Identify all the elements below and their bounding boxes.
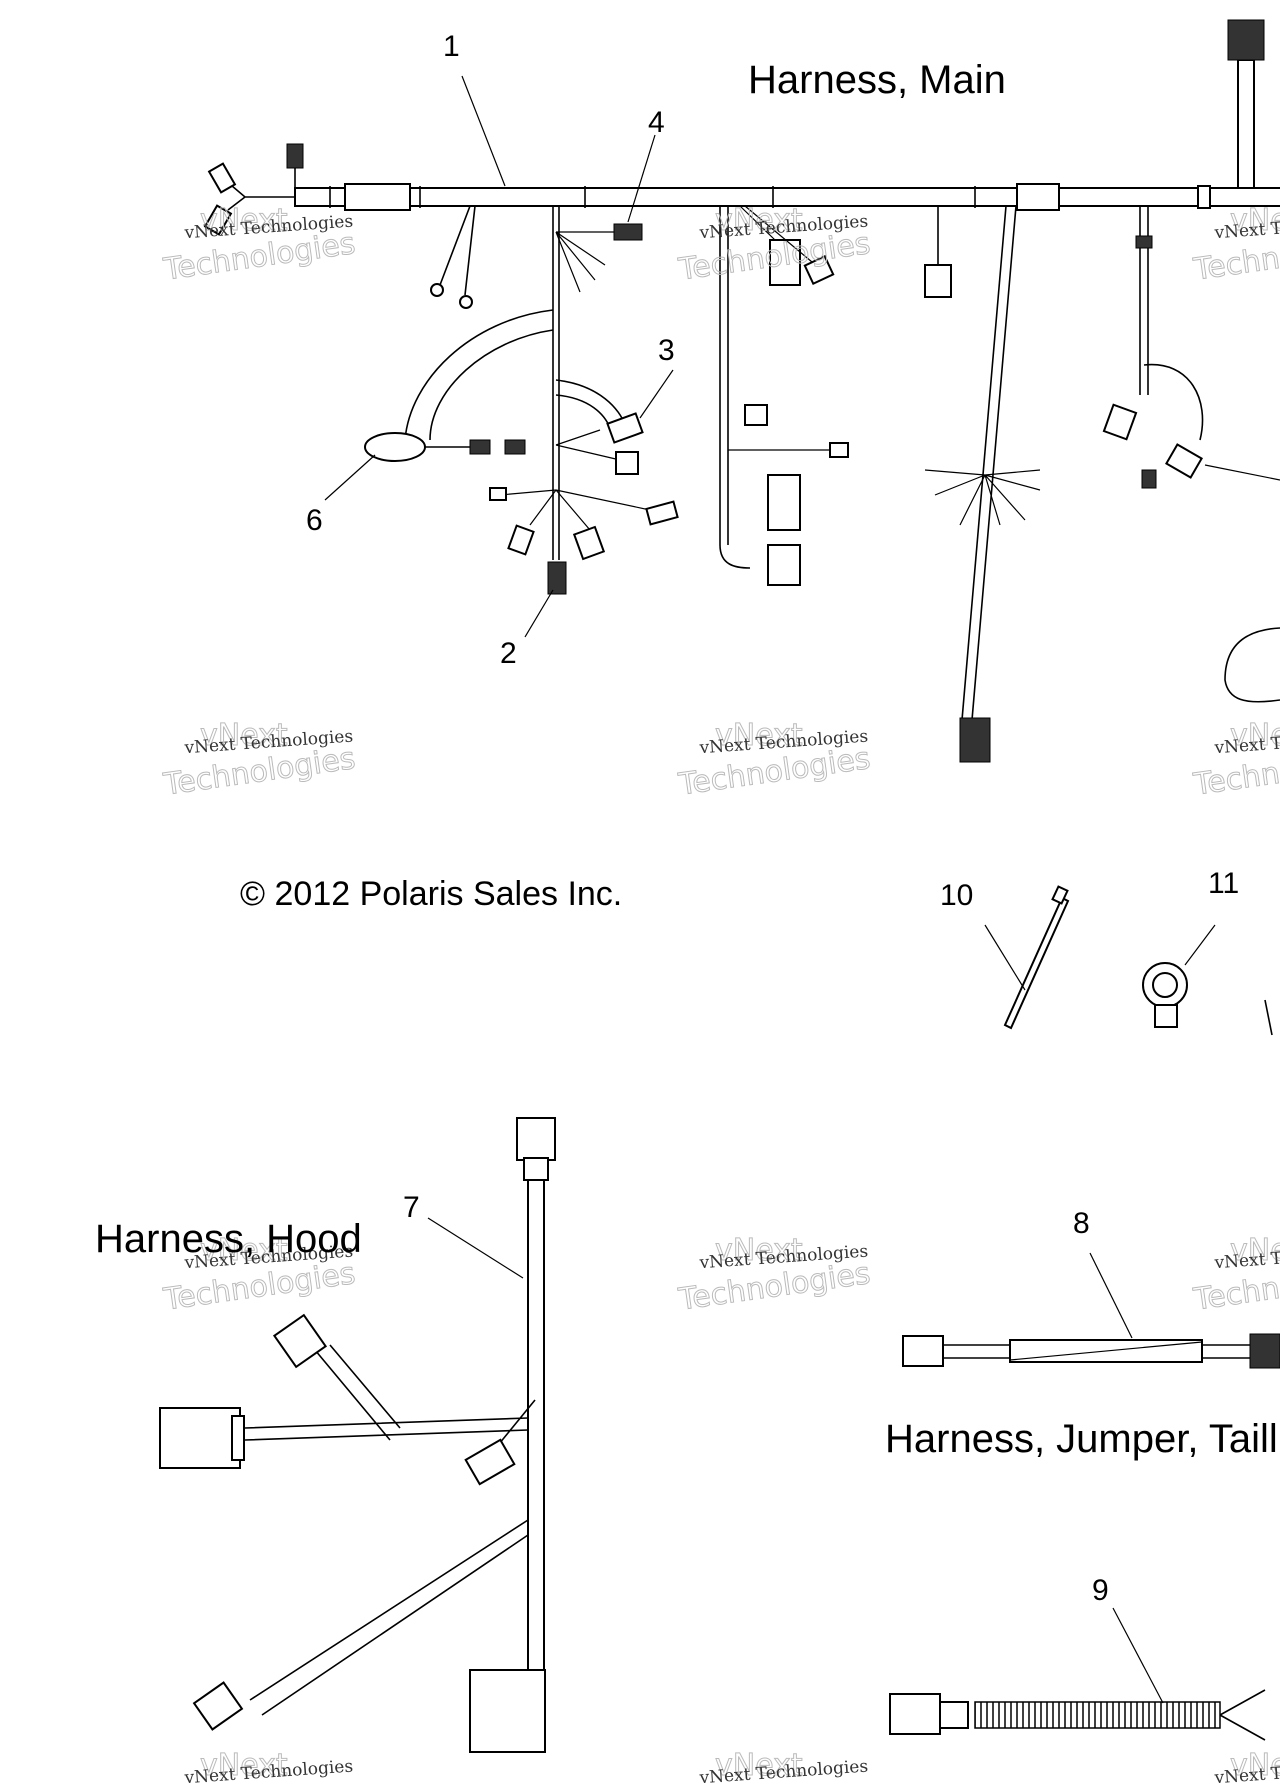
svg-text:vNext: vNext — [1230, 718, 1280, 753]
watermark: vNext vNext Technologies Technologies — [160, 718, 358, 804]
svg-text:vNext: vNext — [715, 1748, 803, 1783]
svg-text:vNext: vNext — [1230, 1748, 1280, 1783]
svg-text:vNext: vNext — [715, 203, 803, 238]
svg-text:vNext: vNext — [715, 1233, 803, 1268]
cable-tie-part — [1003, 885, 1070, 1030]
callout-11: 11 — [1208, 867, 1239, 900]
callout-6: 6 — [306, 504, 323, 537]
callout-4: 4 — [648, 106, 665, 139]
callout-2: 2 — [500, 637, 517, 670]
clip-part — [1142, 962, 1273, 1036]
watermark: vNext vNext Technologies — [183, 1748, 354, 1789]
svg-text:vNext: vNext — [715, 718, 803, 753]
watermark: vNext vNext Technologies Technologies — [160, 203, 358, 289]
svg-text:vNext: vNext — [1230, 203, 1280, 238]
title-harness-hood: Harness, Hood — [95, 1217, 362, 1261]
title-harness-main: Harness, Main — [748, 58, 1006, 102]
watermark: vNext vNext Technologies Technologies — [675, 1233, 873, 1319]
corrugated-harness — [889, 1689, 1266, 1741]
callout-10: 10 — [940, 879, 973, 912]
jumper-harness — [902, 1333, 1280, 1369]
watermark: vNext vNext Technologies — [1213, 1748, 1280, 1789]
svg-text:vNext: vNext — [200, 203, 288, 238]
watermark: vNext vNext Technologies Technologies — [1190, 718, 1280, 804]
svg-text:vNext: vNext — [1230, 1233, 1280, 1268]
title-harness-jumper: Harness, Jumper, Taill — [885, 1417, 1278, 1461]
main-harness — [203, 19, 1280, 763]
leader-lines — [324, 75, 1280, 1704]
watermark: vNext vNext Technologies — [698, 1748, 869, 1789]
callout-9: 9 — [1092, 1574, 1109, 1607]
watermark: vNext vNext Technologies Technologies — [675, 718, 873, 804]
svg-text:vNext: vNext — [200, 1748, 288, 1783]
svg-text:vNext: vNext — [200, 718, 288, 753]
watermark: vNext vNext Technologies Technologies — [675, 203, 873, 289]
callout-8: 8 — [1073, 1207, 1090, 1240]
hood-harness — [159, 1117, 556, 1753]
watermark: vNext vNext Technologies Technologies — [1190, 1233, 1280, 1319]
copyright-notice: © 2012 Polaris Sales Inc. — [240, 875, 622, 913]
callout-1: 1 — [443, 30, 460, 63]
callout-7: 7 — [403, 1191, 420, 1224]
svg-text:vNext: vNext — [200, 1233, 288, 1268]
watermark: vNext vNext Technologies Technologies — [1190, 203, 1280, 289]
callout-3: 3 — [658, 334, 675, 367]
